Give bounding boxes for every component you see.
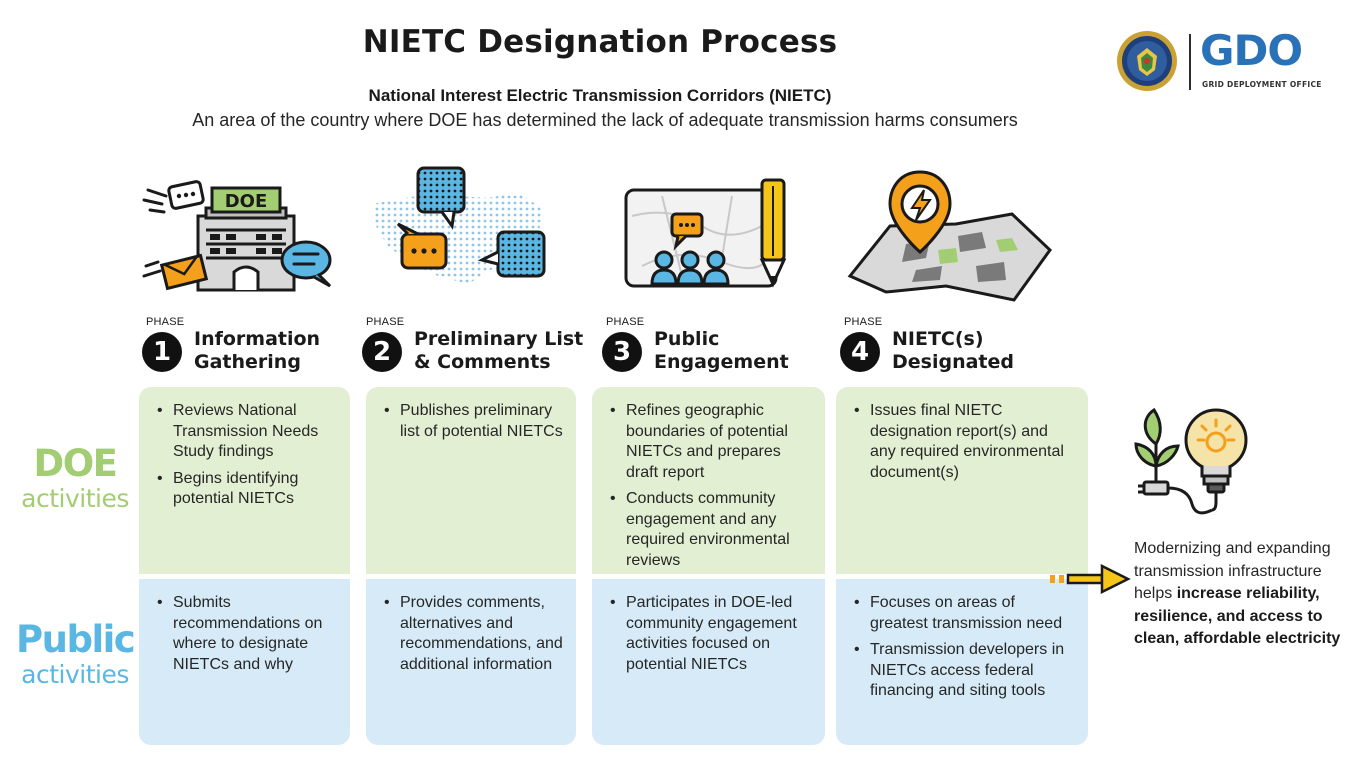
map-lightning-pin-icon <box>846 166 1054 302</box>
list-item: Publishes preliminary list of potential … <box>384 401 564 442</box>
doe-building-icon: DOE <box>140 176 340 294</box>
page-title: NIETC Designation Process <box>362 24 838 60</box>
phase-4-number: 4 <box>840 332 880 372</box>
outcome-emphasis: increase reliability, resilience, and ac… <box>1134 585 1341 647</box>
phase-4-name: NIETC(s) Designated <box>892 328 1014 373</box>
public-activities-phase-4: Focuses on areas of greatest transmissio… <box>836 579 1088 745</box>
doe-activities-label: DOE activities <box>16 444 134 514</box>
nietc-definition: An area of the country where DOE has det… <box>192 110 1018 130</box>
us-map-speech-bubbles-icon <box>368 164 554 304</box>
doe-activities-phase-3: Refines geographic boundaries of potenti… <box>592 387 825 574</box>
phase-label: PHASE <box>146 316 185 328</box>
list-item: Participates in DOE-led community engage… <box>610 593 813 675</box>
outcome-arrow-icon <box>1048 562 1132 601</box>
phase-label: PHASE <box>844 316 883 328</box>
phase-3-number: 3 <box>602 332 642 372</box>
list-item: Begins identifying potential NIETCs <box>157 469 338 510</box>
list-item: Transmission developers in NIETCs access… <box>854 640 1076 702</box>
logo-divider <box>1189 34 1191 90</box>
doe-activities-phase-1: Reviews National Transmission Needs Stud… <box>139 387 350 574</box>
list-item: Provides comments, alternatives and reco… <box>384 593 564 675</box>
doe-gdo-logo: GDO GRID DEPLOYMENT OFFICE <box>1116 26 1326 94</box>
doe-label-small: activities <box>21 484 129 513</box>
doe-seal-icon <box>1117 31 1177 91</box>
public-activities-phase-2: Provides comments, alternatives and reco… <box>366 579 576 745</box>
list-item: Conducts community engagement and any re… <box>610 489 813 571</box>
public-label-big: Public <box>16 618 136 661</box>
phase-2-number: 2 <box>362 332 402 372</box>
plant-lightbulb-icon <box>1132 404 1256 524</box>
doe-building-sign: DOE <box>225 191 268 212</box>
outcome-statement: Modernizing and expanding transmission i… <box>1134 538 1344 651</box>
phase-label: PHASE <box>606 316 645 328</box>
public-activities-phase-1: Submits recommendations on where to desi… <box>139 579 350 745</box>
doe-activities-phase-2: Publishes preliminary list of potential … <box>366 387 576 574</box>
phase-1-number: 1 <box>142 332 182 372</box>
phase-3-name: Public Engagement <box>654 328 789 373</box>
phase-label: PHASE <box>366 316 405 328</box>
doe-activities-phase-4: Issues final NIETC designation report(s)… <box>836 387 1088 574</box>
doe-label-big: DOE <box>33 442 118 485</box>
outcome-intro: Modernizing and expanding transmission i… <box>1134 540 1331 602</box>
public-label-small: activities <box>21 660 129 689</box>
public-activities-label: Public activities <box>16 618 136 690</box>
phase-2-name: Preliminary List & Comments <box>414 328 584 373</box>
list-item: Submits recommendations on where to desi… <box>157 593 338 675</box>
list-item: Reviews National Transmission Needs Stud… <box>157 401 338 463</box>
list-item: Focuses on areas of greatest transmissio… <box>854 593 1076 634</box>
public-activities-phase-3: Participates in DOE-led community engage… <box>592 579 825 745</box>
gdo-name: GRID DEPLOYMENT OFFICE <box>1202 80 1322 89</box>
gdo-wordmark: GDO <box>1200 26 1303 75</box>
list-item: Issues final NIETC designation report(s)… <box>854 401 1076 483</box>
page-subtitle: National Interest Electric Transmission … <box>368 86 832 105</box>
list-item: Refines geographic boundaries of potenti… <box>610 401 813 483</box>
map-pencil-people-icon <box>622 176 794 292</box>
phase-1-name: Information Gathering <box>194 328 321 373</box>
